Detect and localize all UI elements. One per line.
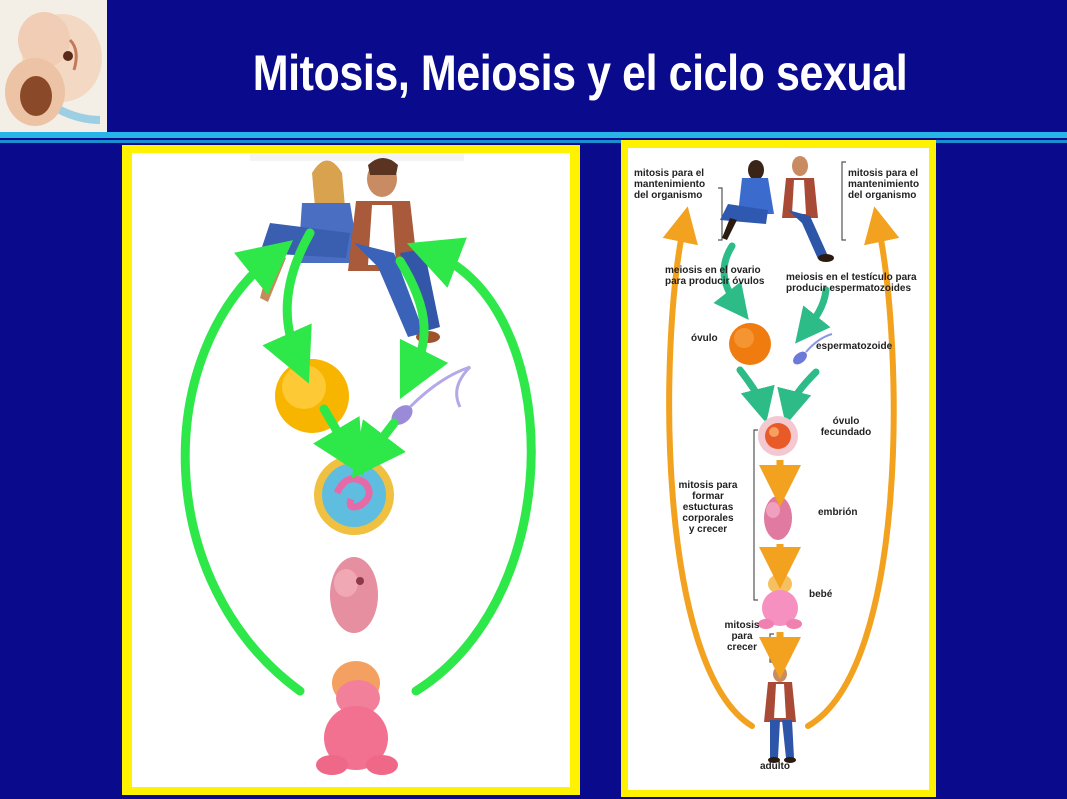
embryo-illustration-icon — [764, 496, 792, 540]
ovum-illustration-icon — [729, 323, 771, 365]
sperm-illustration-icon — [793, 333, 833, 365]
left-cycle-canvas — [132, 153, 570, 787]
left-cycle-panel — [122, 145, 580, 795]
right-cycle-canvas: mitosis para el mantenimiento del organi… — [628, 148, 929, 790]
embryo-illustration-icon — [330, 557, 378, 633]
slide-header: Mitosis, Meiosis y el ciclo sexual — [0, 0, 1067, 132]
header-divider — [0, 132, 1067, 138]
fertilized-ovum-illustration-icon — [758, 416, 798, 456]
ovum-illustration-icon — [275, 359, 349, 433]
couple-illustration-icon — [250, 153, 464, 343]
adult-illustration-icon — [764, 666, 796, 763]
right-cycle-panel: mitosis para el mantenimiento del organi… — [621, 140, 936, 797]
right-cycle-diagram — [662, 156, 900, 763]
left-cycle-arrows — [180, 228, 536, 696]
embryo-illustration-icon — [0, 0, 107, 132]
label-meiosis-testis: meiosis en el testículo para producir es… — [786, 272, 917, 294]
embryo-photo-thumbnail — [0, 0, 107, 132]
meiosis-arrows — [713, 242, 831, 425]
label-mitosis-grow: mitosis para crecer — [724, 620, 760, 653]
header-divider-secondary — [0, 140, 1067, 143]
baby-illustration-icon — [758, 574, 802, 629]
slide-title: Mitosis, Meiosis y el ciclo sexual — [252, 45, 908, 101]
label-mitosis-maintenance-right: mitosis para el mantenimiento del organi… — [848, 168, 920, 201]
label-baby: bebé — [809, 589, 833, 600]
maintenance-arrows — [662, 206, 900, 729]
label-mitosis-structures: mitosis para formar estucturas corporale… — [678, 480, 738, 535]
label-adult: adulto — [760, 761, 790, 772]
label-mitosis-maintenance-left: mitosis para el mantenimiento del organi… — [634, 168, 706, 201]
label-meiosis-ovary: meiosis en el ovario para producir óvulo… — [665, 265, 765, 287]
label-embryo: embrión — [818, 507, 858, 518]
fertilized-egg-illustration-icon — [314, 455, 394, 535]
label-sperm: espermatozoide — [816, 341, 893, 352]
baby-illustration-icon — [316, 661, 398, 775]
label-ovum: óvulo — [691, 333, 718, 344]
sperm-illustration-icon — [391, 365, 472, 425]
couple-illustration-icon — [720, 156, 834, 262]
left-cycle-diagram — [180, 153, 536, 775]
label-fertilized-ovum: óvulo fecundado — [820, 416, 872, 438]
